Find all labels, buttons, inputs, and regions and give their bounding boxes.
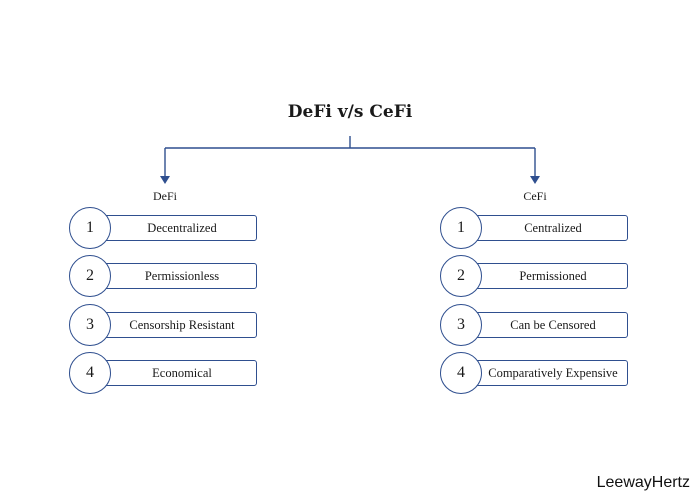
cefi-item-4: Comparatively Expensive 4 — [440, 352, 630, 394]
item-label: Can be Censored — [462, 312, 628, 338]
defi-item-2: Permissionless 2 — [69, 255, 259, 297]
item-number-badge: 4 — [69, 352, 111, 394]
brand-logo-text: LeewayHertz — [596, 474, 690, 491]
item-number-badge: 3 — [440, 304, 482, 346]
item-number-badge: 4 — [440, 352, 482, 394]
item-label: Economical — [91, 360, 257, 386]
right-arrowhead-icon — [530, 176, 540, 184]
defi-item-4: Economical 4 — [69, 352, 259, 394]
diagram-title: DeFi v/s CeFi — [287, 102, 413, 122]
defi-column-label: DeFi — [153, 189, 177, 203]
item-number-badge: 1 — [440, 207, 482, 249]
item-number-badge: 2 — [69, 255, 111, 297]
item-label: Permissioned — [462, 263, 628, 289]
cefi-column-label: CeFi — [523, 189, 547, 203]
cefi-item-3: Can be Censored 3 — [440, 304, 630, 346]
item-label: Permissionless — [91, 263, 257, 289]
item-number-badge: 3 — [69, 304, 111, 346]
left-arrowhead-icon — [160, 176, 170, 184]
item-number-badge: 1 — [69, 207, 111, 249]
cefi-item-2: Permissioned 2 — [440, 255, 630, 297]
defi-item-1: Decentralized 1 — [69, 207, 259, 249]
item-label: Centralized — [462, 215, 628, 241]
defi-item-3: Censorship Resistant 3 — [69, 304, 259, 346]
cefi-item-1: Centralized 1 — [440, 207, 630, 249]
item-label: Decentralized — [91, 215, 257, 241]
item-label: Censorship Resistant — [91, 312, 257, 338]
item-label: Comparatively Expensive — [462, 360, 628, 386]
item-number-badge: 2 — [440, 255, 482, 297]
